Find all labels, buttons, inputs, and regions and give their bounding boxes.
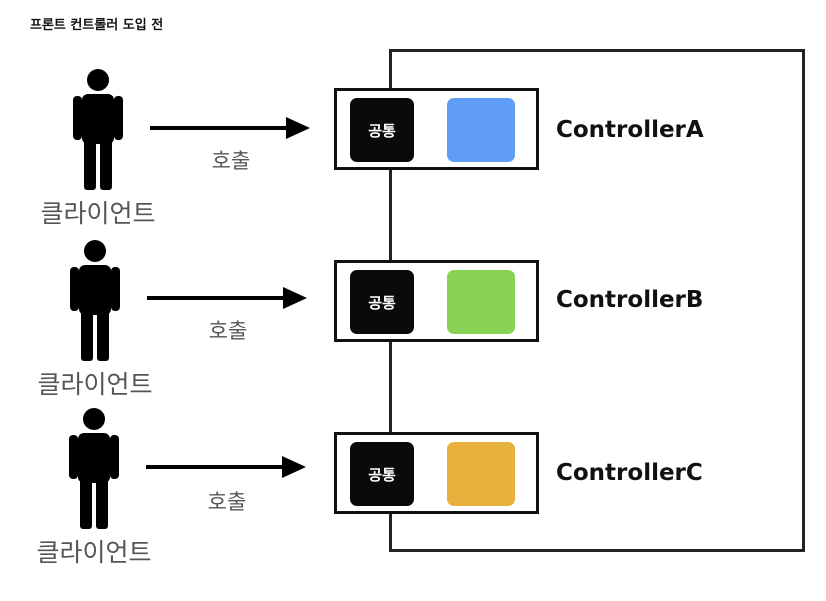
call-label: 호출 <box>211 149 251 173</box>
controller-label: ControllerC <box>556 460 703 486</box>
common-block: 공통 <box>350 442 414 506</box>
client-a: 클라이언트 <box>28 68 168 238</box>
controller-color-block <box>447 442 515 506</box>
controller-label: ControllerB <box>556 287 704 313</box>
diagram-title: 프론트 컨트롤러 도입 전 <box>30 18 164 33</box>
client-label: 클라이언트 <box>40 199 156 228</box>
common-block: 공통 <box>350 98 414 162</box>
person-icon <box>70 240 120 361</box>
client-c: 클라이언트 <box>24 407 164 577</box>
call-label: 호출 <box>207 490 247 514</box>
controller-color-block <box>447 270 515 334</box>
controller-label: ControllerA <box>556 117 704 143</box>
call-arrow <box>150 117 310 139</box>
client-b: 클라이언트 <box>25 239 165 409</box>
call-label: 호출 <box>208 319 248 343</box>
controller-box-b: 공통 <box>334 260 539 342</box>
controller-box-a: 공통 <box>334 88 539 170</box>
call-arrow <box>146 456 306 478</box>
client-label: 클라이언트 <box>36 538 152 567</box>
client-label: 클라이언트 <box>37 370 153 399</box>
common-block: 공통 <box>350 270 414 334</box>
person-icon <box>73 69 123 190</box>
controller-color-block <box>447 98 515 162</box>
controller-box-c: 공통 <box>334 432 539 514</box>
person-icon <box>69 408 119 529</box>
call-arrow <box>147 287 307 309</box>
